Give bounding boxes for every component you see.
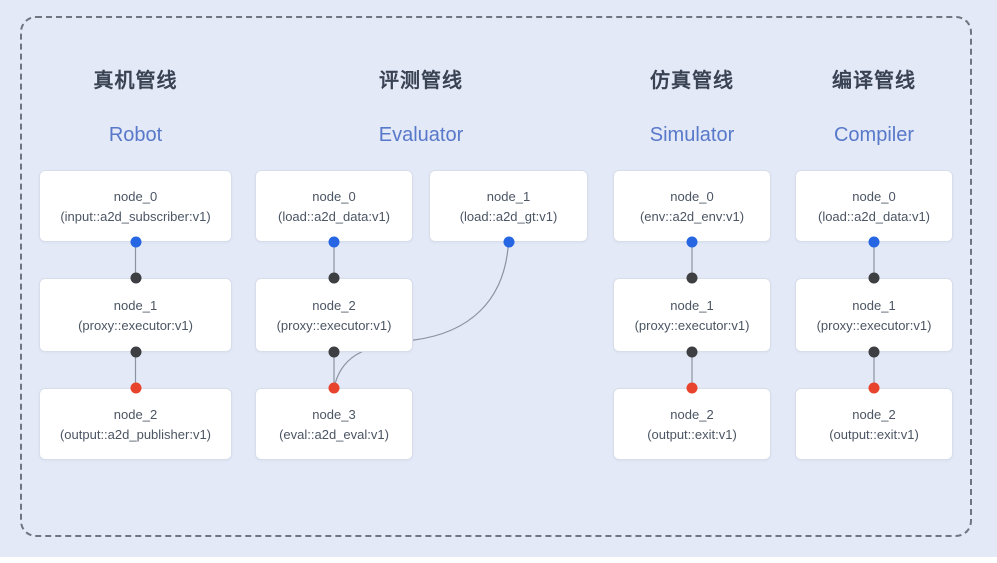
node-box-evaluator-node3: node_3 (eval::a2d_eval:v1) <box>255 388 413 460</box>
node-name: node_0 <box>312 188 356 204</box>
output-port-dot-blue <box>503 236 514 248</box>
output-port-dot-black <box>328 346 340 358</box>
node-name: node_1 <box>670 297 714 313</box>
node-name: node_1 <box>113 297 158 313</box>
node-box-evaluator-node1: node_1 (load::a2d_gt:v1) <box>429 170 588 242</box>
node-type: (env::a2d_env:v1) <box>639 208 745 224</box>
input-port-dot-black <box>130 272 141 284</box>
input-port-dot-black <box>868 272 880 284</box>
input-port-dot-black <box>686 272 698 284</box>
node-box-robot-node1: node_1 (proxy::executor:v1) <box>39 278 232 352</box>
node-type: (output::exit:v1) <box>829 426 919 442</box>
node-name: node_1 <box>852 297 896 313</box>
pipeline-title-en-compiler: Compiler <box>833 124 915 146</box>
node-type: (proxy::executor:v1) <box>634 317 750 333</box>
input-port-dot-black <box>328 272 340 284</box>
pipeline-title-zh-simulator: 仿真管线 <box>650 70 734 92</box>
input-port-dot-red <box>328 382 340 394</box>
input-port-dot-red <box>868 382 880 394</box>
output-port-dot-blue <box>328 236 340 248</box>
node-name: node_2 <box>670 406 714 422</box>
output-port-dot-black <box>868 346 880 358</box>
node-type: (input::a2d_subscriber:v1) <box>60 208 211 224</box>
output-port-dot-black <box>130 346 141 358</box>
node-name: node_2 <box>852 406 896 422</box>
node-name: node_0 <box>670 188 714 204</box>
input-port-dot-red <box>686 382 698 394</box>
node-box-compiler-node1: node_1 (proxy::executor:v1) <box>795 278 953 352</box>
node-type: (eval::a2d_eval:v1) <box>279 426 389 442</box>
node-box-compiler-node0: node_0 (load::a2d_data:v1) <box>795 170 953 242</box>
node-type: (output::a2d_publisher:v1) <box>59 426 212 442</box>
node-box-simulator-node1: node_1 (proxy::executor:v1) <box>613 278 771 352</box>
input-port-dot-red <box>130 382 141 394</box>
node-type: (proxy::executor:v1) <box>816 317 932 333</box>
output-port-dot-blue <box>868 236 880 248</box>
node-type: (load::a2d_data:v1) <box>817 208 931 224</box>
node-name: node_0 <box>113 188 158 204</box>
node-name: node_1 <box>486 188 531 204</box>
node-type: (proxy::executor:v1) <box>78 317 193 333</box>
node-box-simulator-node0: node_0 (env::a2d_env:v1) <box>613 170 771 242</box>
node-box-simulator-node2: node_2 (output::exit:v1) <box>613 388 771 460</box>
node-type: (load::a2d_data:v1) <box>277 208 391 224</box>
node-box-robot-node0: node_0 (input::a2d_subscriber:v1) <box>39 170 232 242</box>
node-type: (proxy::executor:v1) <box>276 317 392 333</box>
pipeline-title-zh-compiler: 编译管线 <box>832 70 916 92</box>
node-box-evaluator-node2: node_2 (proxy::executor:v1) <box>255 278 413 352</box>
node-name: node_0 <box>852 188 896 204</box>
node-name: node_2 <box>312 297 356 313</box>
pipeline-title-en-simulator: Simulator <box>649 124 735 146</box>
node-type: (load::a2d_gt:v1) <box>459 208 558 224</box>
pipeline-title-en-robot: Robot <box>108 124 163 146</box>
node-type: (output::exit:v1) <box>647 426 737 442</box>
node-name: node_2 <box>113 406 158 422</box>
node-box-evaluator-node0: node_0 (load::a2d_data:v1) <box>255 170 413 242</box>
node-box-compiler-node2: node_2 (output::exit:v1) <box>795 388 953 460</box>
node-box-robot-node2: node_2 (output::a2d_publisher:v1) <box>39 388 232 460</box>
dashed-border-frame <box>20 16 972 537</box>
pipeline-title-zh-robot: 真机管线 <box>93 70 178 92</box>
output-port-dot-blue <box>130 236 141 248</box>
node-name: node_3 <box>312 406 356 422</box>
output-port-dot-blue <box>686 236 698 248</box>
output-port-dot-black <box>686 346 698 358</box>
pipeline-title-en-evaluator: Evaluator <box>378 124 464 146</box>
pipeline-title-zh-evaluator: 评测管线 <box>379 70 463 92</box>
